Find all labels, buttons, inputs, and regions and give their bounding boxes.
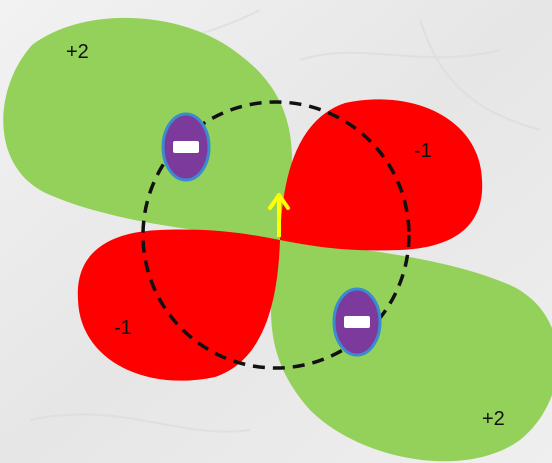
charge-label-upper-left: +2 <box>66 41 89 63</box>
lobe-lower-right <box>271 240 552 462</box>
yellow-arrow <box>268 193 290 237</box>
dashed-circle <box>141 100 411 370</box>
lobe-upper-right <box>280 99 483 251</box>
electron-upper <box>161 112 211 182</box>
charge-label-lower-left: -1 <box>114 317 132 339</box>
charge-label-lower-right: +2 <box>482 408 505 430</box>
charge-label-upper-right: -1 <box>414 140 432 162</box>
lobe-upper-left <box>3 17 292 241</box>
minus-icon <box>344 316 370 328</box>
lobe-lower-left <box>77 229 280 381</box>
minus-icon <box>173 141 199 153</box>
electron-lower <box>332 287 382 357</box>
